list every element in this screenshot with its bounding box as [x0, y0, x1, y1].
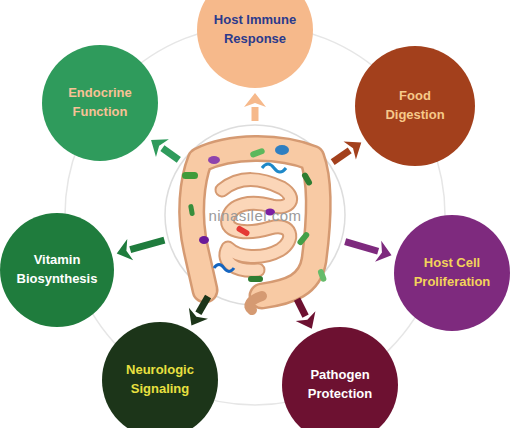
arrow-head: [296, 311, 316, 328]
arrow-shaft: [297, 299, 306, 316]
arrow-shaft: [162, 148, 178, 160]
arrow-head: [344, 141, 362, 159]
topic-circle: Pathogen Protection: [282, 327, 398, 428]
bacteria: [182, 145, 327, 283]
center-circle: [165, 125, 345, 305]
topic-label: Endocrine Function: [51, 84, 150, 122]
topic-circle: Neurologic Signaling: [102, 322, 218, 428]
arrow-head: [189, 308, 208, 326]
topic-label: Food Digestion: [364, 87, 466, 125]
arrow-head: [117, 239, 133, 260]
arrow: [117, 239, 165, 260]
arrow-shaft: [252, 107, 259, 121]
topic-label: Vitamin Biosynthesis: [8, 251, 106, 289]
arrow: [333, 141, 362, 162]
topic-circle: Host Immune Response: [197, 0, 313, 88]
arrow: [244, 93, 266, 121]
arrow: [151, 139, 179, 160]
watermark: ninasilel.com: [208, 207, 301, 224]
arrow: [296, 299, 316, 329]
topic-circle: Host Cell Proliferation: [394, 215, 510, 331]
topic-label: Host Cell Proliferation: [403, 254, 502, 292]
topic-circle: Vitamin Biosynthesis: [0, 213, 114, 327]
topic-label: Neurologic Signaling: [111, 361, 210, 399]
topic-label: Pathogen Protection: [291, 366, 390, 404]
topic-circle: Endocrine Function: [42, 45, 158, 161]
arrow-shaft: [198, 296, 208, 313]
topic-circle: Food Digestion: [355, 46, 475, 166]
arrow-shaft: [345, 242, 378, 252]
arrow: [345, 241, 391, 262]
arrow-head: [375, 241, 392, 262]
topic-label: Host Immune Response: [206, 11, 305, 49]
arrow: [189, 296, 208, 325]
intestine: [192, 148, 319, 310]
arrow-head: [244, 93, 266, 107]
arrow-shaft: [130, 240, 164, 250]
arrow-shaft: [333, 150, 350, 162]
arrow-head: [151, 139, 169, 157]
